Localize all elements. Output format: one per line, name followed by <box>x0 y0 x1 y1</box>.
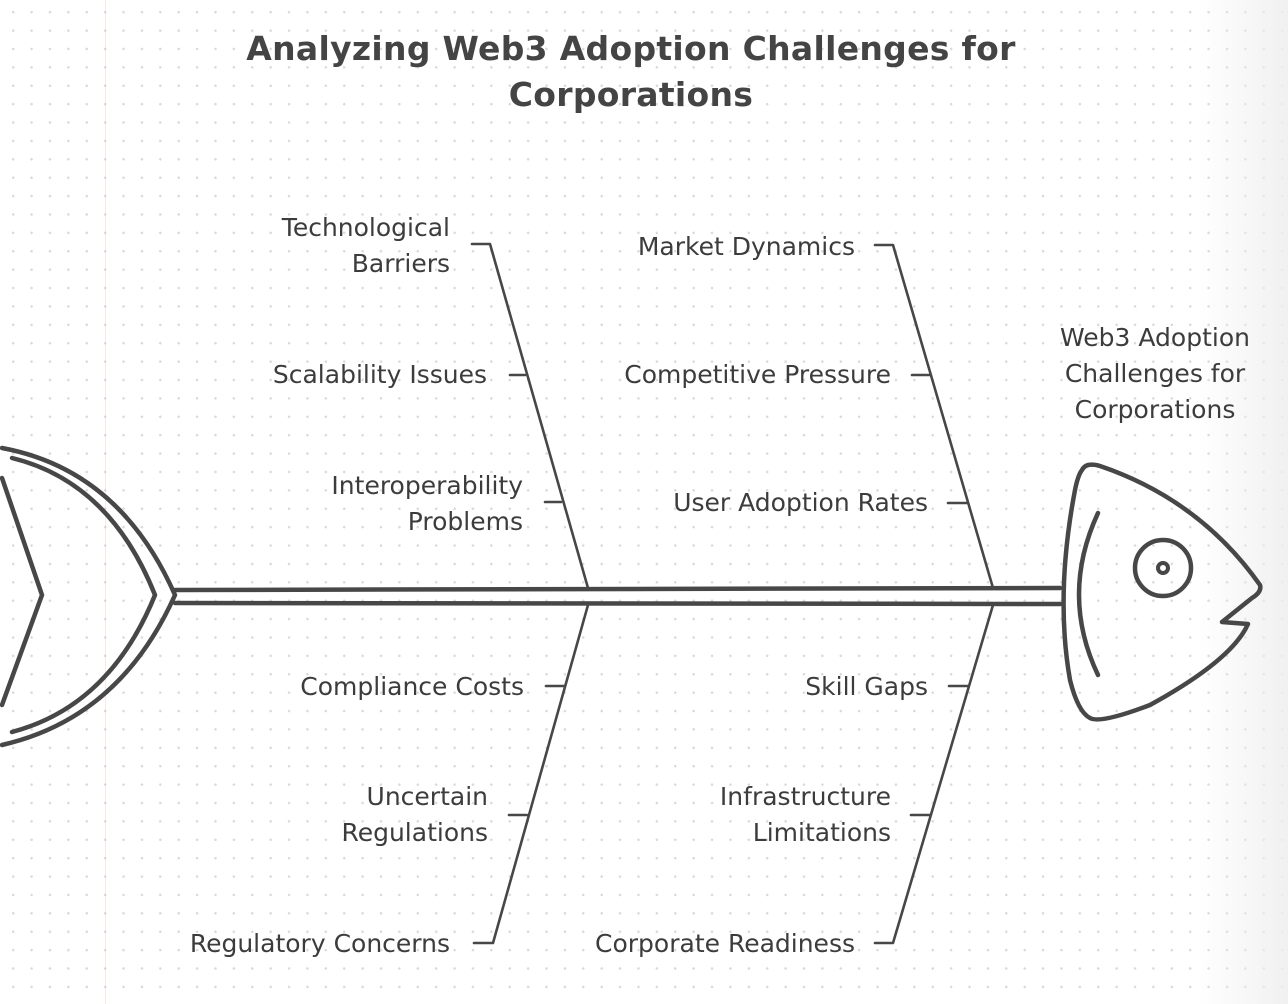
eye-pupil <box>1156 561 1170 575</box>
cause-label-user-adoption-rates: User Adoption Rates <box>673 488 928 517</box>
category-label-technological-barriers: Technological Barriers <box>281 213 450 278</box>
bone-bottom-right <box>873 603 995 945</box>
bone-bottom-left <box>472 603 590 945</box>
bone-top-right <box>873 243 995 590</box>
tail-inner <box>9 455 158 735</box>
bone-top-left <box>470 242 590 590</box>
fish-head-icon <box>1061 462 1263 722</box>
cause-label-skill-gaps: Skill Gaps <box>805 672 928 701</box>
head-outline <box>1061 462 1263 722</box>
effect-label: Web3 Adoption Challenges for Corporation… <box>1060 323 1250 424</box>
cause-label-uncertain-regulations: Uncertain Regulations <box>341 782 488 847</box>
gill-line <box>1076 510 1101 678</box>
tail-outer <box>0 445 178 748</box>
cause-label-scalability-issues: Scalability Issues <box>272 360 487 389</box>
cause-label-competitive-pressure: Competitive Pressure <box>624 360 891 389</box>
fish-tail-icon <box>0 445 178 748</box>
diagram-title: Analyzing Web3 Adoption Challenges for C… <box>246 29 1016 114</box>
cause-label-infrastructure-limitations: Infrastructure Limitations <box>719 782 891 847</box>
cause-label-compliance-costs: Compliance Costs <box>300 672 524 701</box>
tail-notch <box>0 475 45 708</box>
category-label-regulatory-concerns: Regulatory Concerns <box>189 929 450 958</box>
page-margin-line <box>105 0 106 1004</box>
cause-label-interoperability-problems: Interoperability Problems <box>331 471 523 536</box>
category-label-corporate-readiness: Corporate Readiness <box>595 929 855 958</box>
category-label-market-dynamics: Market Dynamics <box>637 232 855 261</box>
eye-outer <box>1132 537 1194 599</box>
fish-spine <box>172 585 1063 607</box>
